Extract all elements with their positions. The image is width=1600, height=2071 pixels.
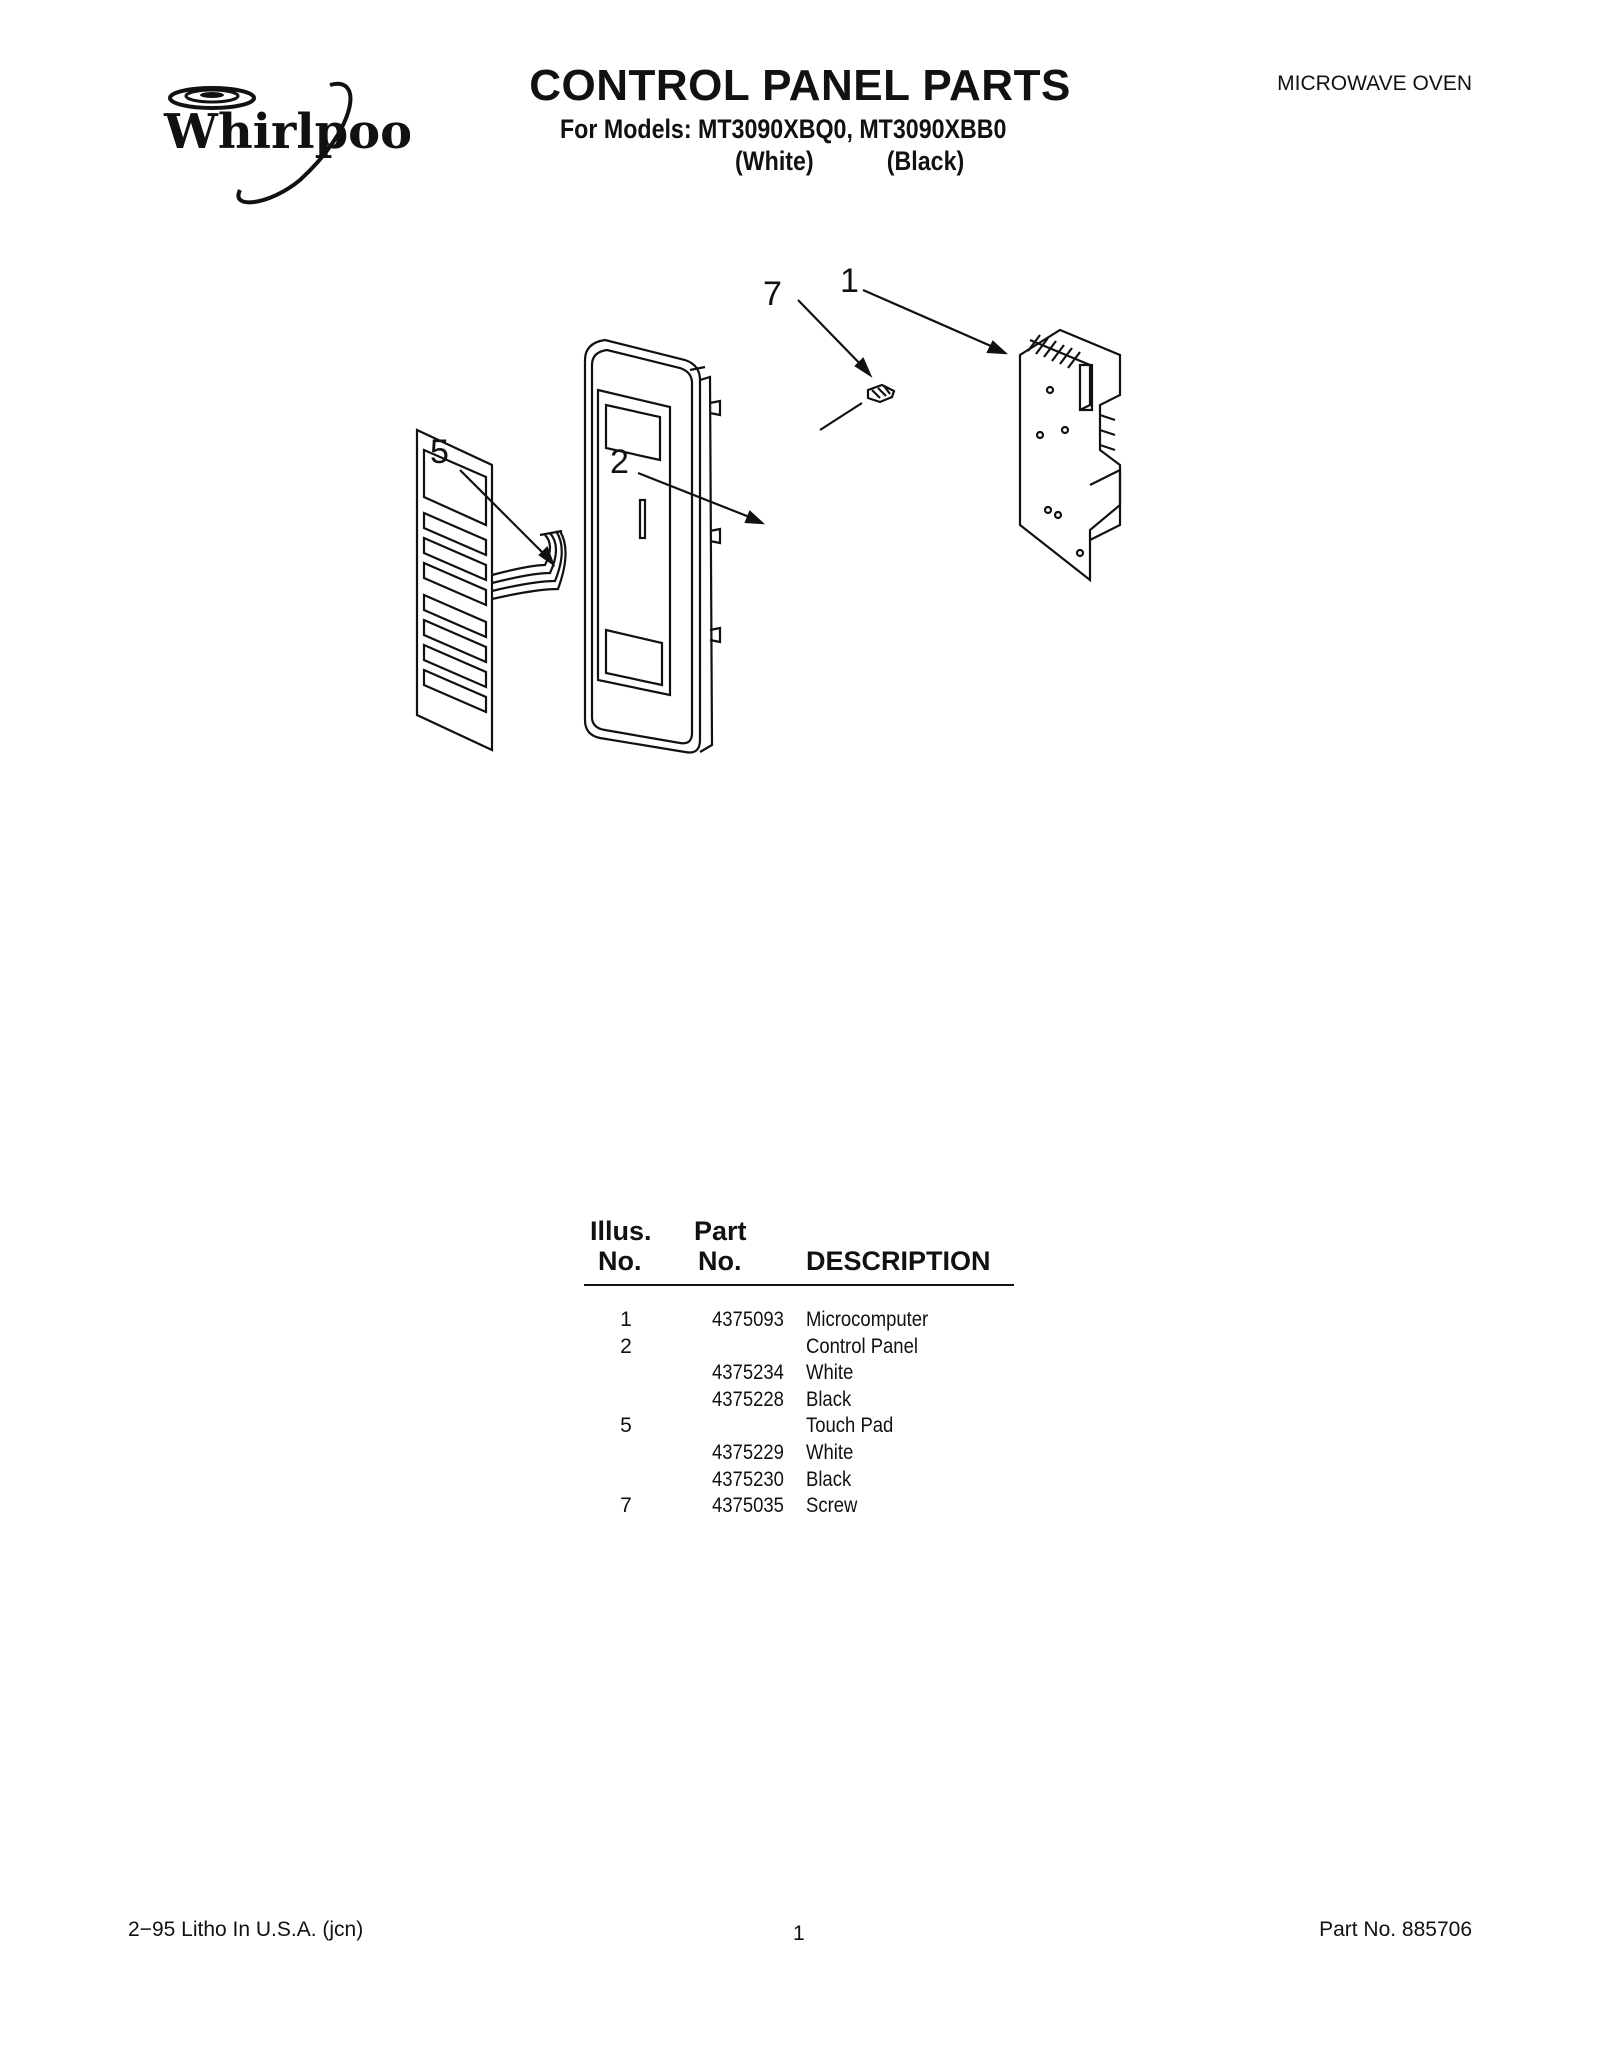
parts-table-header: Illus. No. Part No. DESCRIPTION <box>584 1216 1014 1282</box>
header-part-line2: No. <box>698 1246 742 1276</box>
table-row: 4375234 White <box>584 1361 1014 1388</box>
page-number: 1 <box>793 1922 805 1945</box>
header-part-line1: Part <box>694 1216 747 1246</box>
leader-arrows <box>459 288 1009 567</box>
part-no-cell: 4375230 <box>712 1467 784 1491</box>
control-panel-part <box>583 338 722 754</box>
color-black-label: (Black) <box>886 146 965 176</box>
header-description: DESCRIPTION <box>806 1246 991 1276</box>
footer-print-info: 2−95 Litho In U.S.A. (jcn) <box>128 1918 364 1941</box>
screw-part <box>819 383 896 431</box>
models-line: For Models: MT3090XBQ0, MT3090XBB0 <box>560 114 1007 144</box>
header-illus-line1: Illus. <box>590 1216 652 1246</box>
part-no-cell: 4375093 <box>712 1308 784 1331</box>
color-white-label: (White) <box>735 146 814 176</box>
callout-5: 5 <box>430 433 449 471</box>
product-category: MICROWAVE OVEN <box>1277 72 1472 95</box>
illus-no-cell: 2 <box>620 1334 632 1358</box>
parts-table-body: 1 4375093 Microcomputer 2 Control Panel 43752… <box>584 1308 1014 1521</box>
table-row: 4375228 Black <box>584 1388 1014 1415</box>
description-cell: Control Panel <box>806 1334 918 1358</box>
brand-wordmark: Whirlpool <box>163 104 410 160</box>
table-row: 4375230 Black <box>584 1468 1014 1495</box>
description-cell: Microcomputer <box>806 1308 929 1331</box>
part-no-cell: 4375228 <box>712 1387 784 1411</box>
touch-pad-part <box>415 428 567 752</box>
description-cell: Touch Pad <box>806 1414 894 1438</box>
illus-no-cell: 1 <box>620 1308 632 1331</box>
part-no-cell: 4375234 <box>712 1361 784 1385</box>
header-rule <box>584 1284 1014 1286</box>
description-cell: Black <box>806 1467 852 1491</box>
callout-1: 1 <box>840 262 859 300</box>
description-cell: Screw <box>806 1494 858 1518</box>
description-cell: White <box>806 1361 854 1385</box>
illus-no-cell: 5 <box>620 1414 632 1438</box>
parts-table: Illus. No. Part No. DESCRIPTION 1 4375093… <box>584 1216 1014 1517</box>
exploded-parts-diagram: 7 1 5 2 <box>400 255 1200 1015</box>
table-row: 2 Control Panel <box>584 1335 1014 1362</box>
description-cell: White <box>806 1440 854 1464</box>
whirlpool-logo: Whirlpool <box>150 70 430 220</box>
callout-7: 7 <box>763 275 782 313</box>
microcomputer-board-part <box>1018 328 1122 583</box>
table-row: 1 4375093 Microcomputer <box>584 1308 1014 1335</box>
table-row: 4375229 White <box>584 1441 1014 1468</box>
part-no-cell: 4375035 <box>712 1494 784 1518</box>
model-colors: (White) (Black) <box>735 146 964 177</box>
illus-no-cell: 7 <box>620 1494 632 1518</box>
table-row: 5 Touch Pad <box>584 1414 1014 1441</box>
page-title: CONTROL PANEL PARTS <box>529 61 1071 110</box>
header-illus-line2: No. <box>598 1246 642 1276</box>
description-cell: Black <box>806 1387 852 1411</box>
table-row: 7 4375035 Screw <box>584 1494 1014 1521</box>
part-no-cell: 4375229 <box>712 1440 784 1464</box>
footer-part-number: Part No. 885706 <box>1319 1918 1472 1941</box>
